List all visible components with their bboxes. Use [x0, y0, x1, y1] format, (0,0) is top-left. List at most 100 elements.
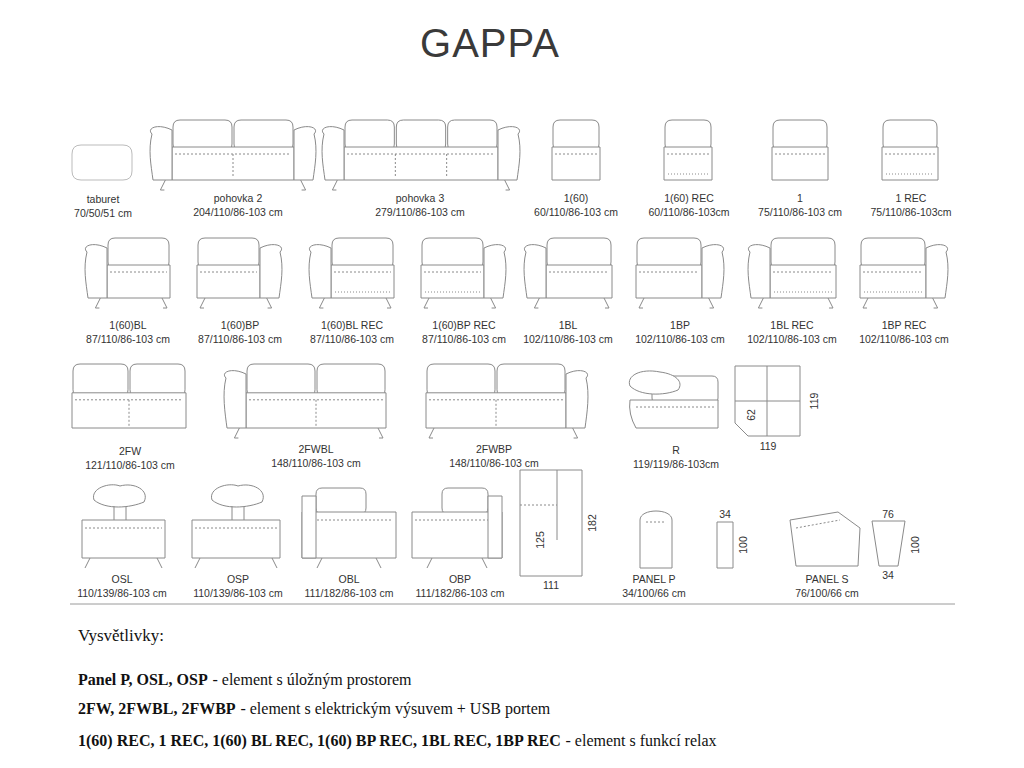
plan-dimension: 34: [719, 508, 731, 521]
dimension-text: 111/182/86-103 cm: [305, 587, 394, 600]
back-cushion: [247, 364, 315, 397]
seat-front: [246, 393, 386, 428]
seat-front: [172, 147, 294, 180]
leg: [160, 180, 165, 190]
model-code: pohovka 3: [396, 192, 444, 205]
leg: [162, 298, 167, 308]
dimension-text: 279/110/86-103 cm: [375, 206, 465, 219]
back-cushion: [234, 120, 293, 151]
back-cushion: [442, 488, 488, 514]
seat-front: [82, 520, 165, 558]
seat-front: [421, 265, 484, 298]
plan-dimension: 76: [882, 508, 894, 521]
relax-line: [864, 292, 922, 293]
back-cushion: [396, 120, 445, 151]
stitch-line: [796, 520, 840, 528]
stitch-line: [863, 272, 923, 273]
back-cushion: [316, 488, 366, 514]
plan-dimension: 100: [909, 536, 922, 554]
legend-codes: 2FW, 2FWBL, 2FWBP: [78, 700, 236, 717]
model-code: 1BL: [559, 319, 578, 332]
model-code: 1BP: [670, 319, 690, 332]
stitch-line: [334, 272, 391, 273]
leg: [85, 558, 162, 568]
drawings: [70, 120, 955, 604]
stitch-line: [549, 272, 609, 273]
back-cushion: [130, 364, 185, 397]
leg: [195, 558, 277, 568]
leg: [863, 298, 868, 308]
leg: [267, 298, 272, 308]
back-cushion: [448, 120, 497, 151]
leg: [573, 428, 578, 438]
panel-plan: [872, 521, 905, 566]
seat-front: [197, 265, 260, 298]
relax-line: [886, 174, 934, 175]
stitch-line: [667, 154, 709, 155]
seat-front: [552, 147, 600, 180]
model-code: pohovka 2: [214, 192, 262, 205]
leg: [386, 298, 391, 308]
dimension-text: 76/100/66 cm: [795, 587, 859, 600]
stitch-line: [775, 154, 825, 155]
leg: [709, 298, 714, 308]
leg: [301, 180, 306, 190]
back-cushion: [861, 238, 925, 269]
seat-front: [630, 400, 718, 428]
back-cushion: [771, 238, 835, 269]
armrest: [498, 127, 520, 180]
floor-plan-division: [735, 366, 800, 436]
armrest: [566, 371, 588, 428]
leg: [933, 298, 938, 308]
legend-codes: 1(60) REC, 1 REC, 1(60) BL REC, 1(60) BP…: [78, 732, 561, 749]
seat-front: [331, 265, 394, 298]
model-code: 1(60)BL REC: [321, 319, 383, 332]
model-code: 2FWBP: [476, 443, 512, 456]
leg: [758, 298, 763, 308]
model-code: PANEL P: [632, 573, 675, 586]
legend-heading: Vysvětlivky:: [78, 626, 164, 646]
legend-description: - element s funkcí relax: [566, 732, 717, 749]
leg: [828, 298, 833, 308]
leg: [534, 298, 539, 308]
stitch-line: [85, 528, 162, 529]
armrest: [488, 496, 502, 558]
leg: [317, 558, 381, 568]
dimension-text: 111/182/86-103 cm: [416, 587, 505, 600]
dimension-text: 34/100/66 cm: [622, 587, 686, 600]
seat-front: [664, 147, 712, 180]
armrest: [524, 245, 546, 298]
dimension-text: 121/110/86-103 cm: [85, 459, 175, 472]
legend-row: 1(60) REC, 1 REC, 1(60) BL REC, 1(60) BP…: [78, 731, 717, 751]
model-code: OSP: [227, 573, 249, 586]
back-cushion: [637, 238, 701, 269]
legend-row: Panel P, OSL, OSP- element s úložným pro…: [78, 670, 412, 690]
dimension-text: 102/110/86-103 cm: [635, 333, 725, 346]
seat-front: [546, 265, 612, 298]
back-cushion: [497, 364, 565, 397]
stitch-line: [424, 272, 481, 273]
stitch-line: [316, 400, 317, 426]
dimension-text: 110/139/86-103 cm: [77, 587, 167, 600]
back-cushion: [427, 364, 495, 397]
stitch-line: [195, 528, 277, 529]
stitch-line: [415, 520, 499, 521]
seat-front: [882, 147, 938, 180]
back-cushion: [332, 238, 393, 269]
leg: [234, 428, 239, 438]
armrest: [702, 245, 724, 298]
back-cushion: [317, 364, 385, 397]
model-code: 2FW: [119, 445, 141, 458]
headrest-post: [114, 506, 126, 520]
back-cushion: [198, 238, 259, 269]
model-code: OBL: [338, 573, 359, 586]
relax-line: [668, 174, 708, 175]
headrest: [93, 485, 145, 507]
armrest: [224, 371, 246, 428]
seat-front: [192, 520, 280, 558]
stitch-line: [347, 154, 495, 155]
dimension-text: 119/119/86-103cm: [633, 458, 719, 471]
back-cushion: [547, 238, 611, 269]
